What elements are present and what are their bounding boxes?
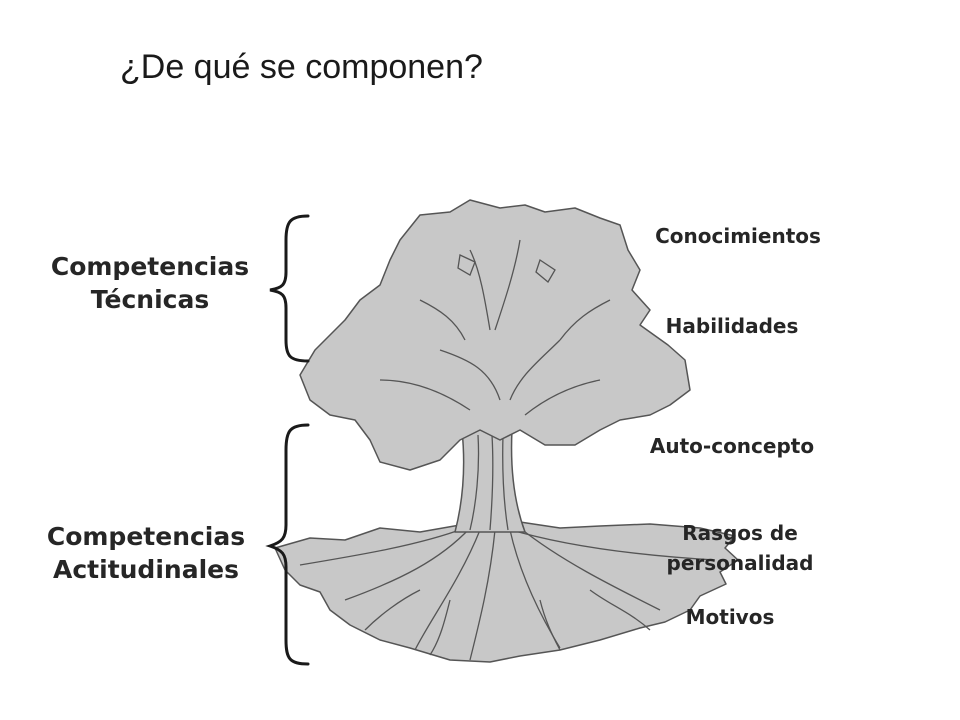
layer-label-line: personalidad xyxy=(666,551,814,575)
layer-label-line: Habilidades xyxy=(665,314,799,338)
layer-label-line: Motivos xyxy=(685,605,775,629)
group-label-line: Competencias xyxy=(50,252,250,281)
group-label-tecnicas: Competencias Técnicas xyxy=(30,250,270,316)
trunk-grooves xyxy=(469,434,509,531)
slide-title: ¿De qué se componen? xyxy=(120,48,483,86)
layer-label-line: Rasgos de xyxy=(682,521,798,545)
tree-canopy xyxy=(299,199,691,471)
layer-label-habilidades: Habilidades xyxy=(622,311,842,341)
brace-tecnicas xyxy=(269,214,310,363)
roots xyxy=(299,527,716,661)
layer-label-auto-concepto: Auto-concepto xyxy=(622,431,842,461)
tree-trunk xyxy=(454,429,526,533)
layer-label-rasgos-de-personalidad: Rasgos de personalidad xyxy=(635,518,845,578)
layer-label-conocimientos: Conocimientos xyxy=(628,221,848,251)
group-label-line: Técnicas xyxy=(90,285,210,314)
canopy-details xyxy=(379,239,611,416)
layer-label-line: Auto-concepto xyxy=(649,434,815,458)
group-label-line: Actitudinales xyxy=(53,555,239,584)
layer-label-line: Conocimientos xyxy=(655,224,821,248)
group-label-line: Competencias xyxy=(46,522,246,551)
brace-actitudinales xyxy=(265,423,310,666)
group-label-actitudinales: Competencias Actitudinales xyxy=(16,520,276,586)
layer-label-motivos: Motivos xyxy=(620,602,840,632)
